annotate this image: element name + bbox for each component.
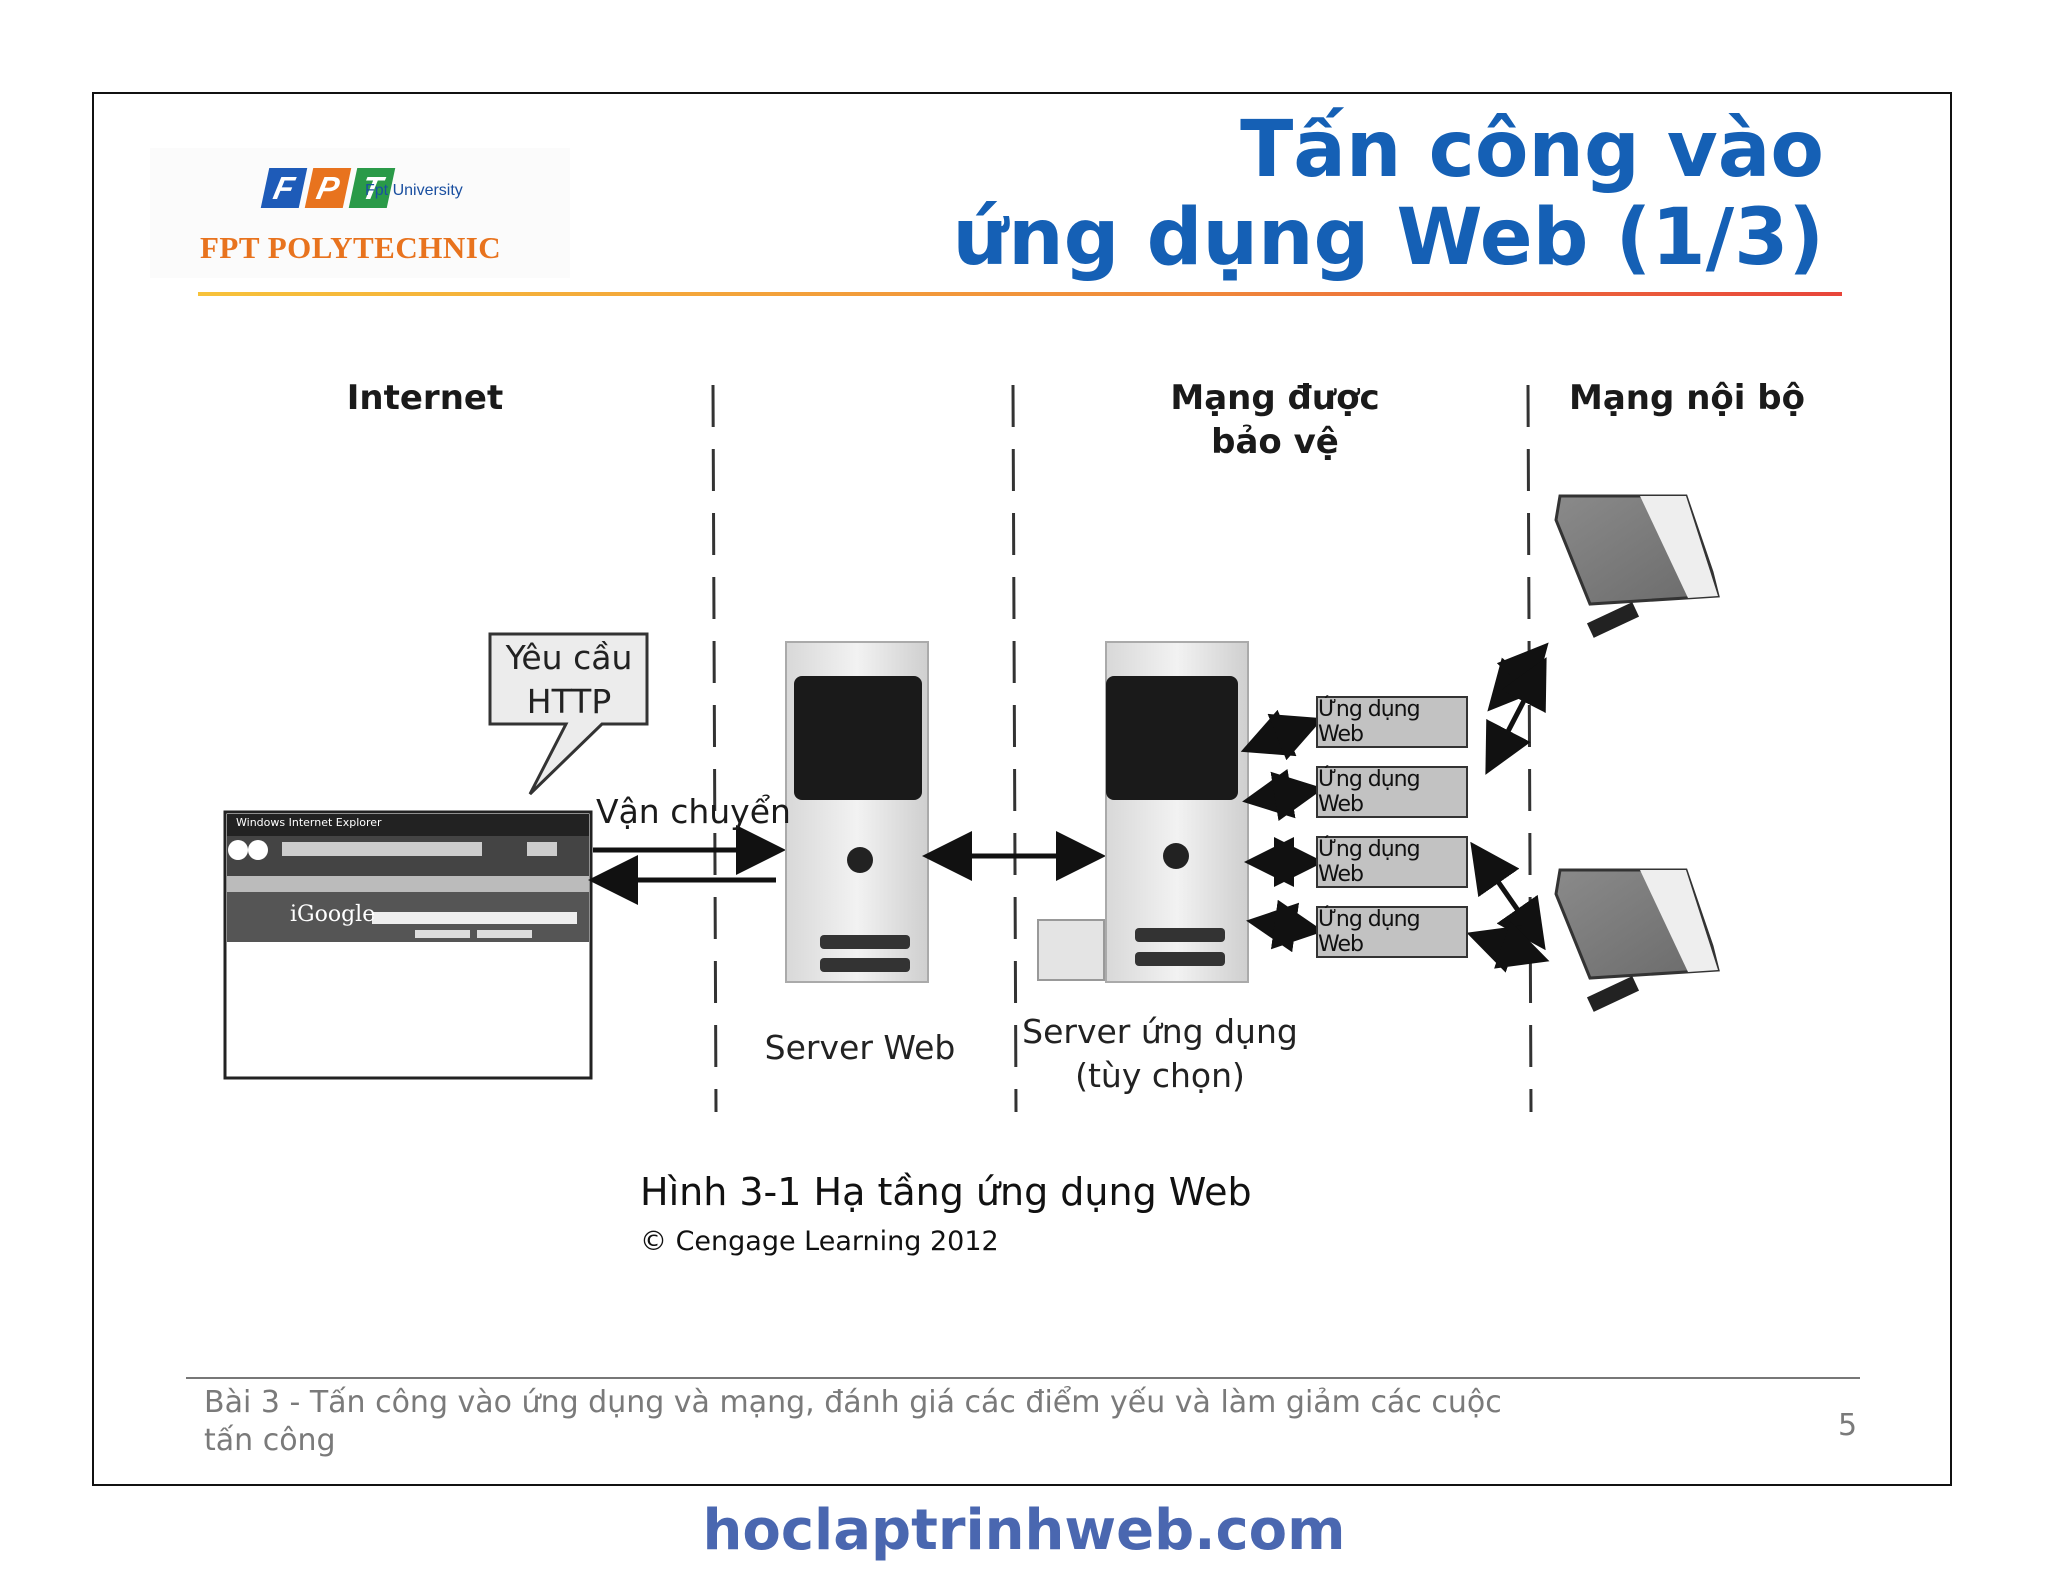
slide-title-line1: Tấn công vào xyxy=(1240,105,1824,195)
figure-credit: © Cengage Learning 2012 xyxy=(640,1226,999,1257)
column-protected-line2: bảo vệ xyxy=(1211,422,1339,462)
slide-title-line2: ứng dụng Web (1/3) xyxy=(952,193,1824,283)
fpt-polytechnic-label: FPT POLYTECHNIC xyxy=(200,230,502,265)
app-server-line1: Server ứng dụng xyxy=(1022,1012,1298,1051)
fpt-polytechnic-logo: F P T Fpt University FPT POLYTECHNIC xyxy=(150,148,570,278)
http-request-line1: Yêu cầu xyxy=(505,638,633,677)
footer-lesson-title: Bài 3 - Tấn công vào ứng dụng và mạng, đ… xyxy=(204,1385,1502,1458)
app-arrow-4 xyxy=(1246,899,1324,953)
separator-3 xyxy=(1526,384,1533,1113)
http-request-callout xyxy=(488,632,649,796)
web-app-box-4: Ứng dụng Web xyxy=(1316,906,1468,958)
app-server-label: Server ứng dụng (tùy chọn) xyxy=(1020,1010,1300,1098)
web-app-box-1: Ứng dụng Web xyxy=(1316,696,1468,748)
fpt-university-label: Fpt University xyxy=(365,182,463,199)
figure-caption: Hình 3-1 Hạ tầng ứng dụng Web xyxy=(640,1170,1252,1214)
app-arrow-2 xyxy=(1242,768,1324,822)
app-arrow-1 xyxy=(1240,709,1324,761)
app-server-arrows xyxy=(1240,709,1324,953)
title-divider xyxy=(198,292,1842,296)
web-app-box-3: Ứng dụng Web xyxy=(1316,836,1468,888)
browser-forward-icon xyxy=(248,840,268,860)
igoogle-logo-text: iGoogle xyxy=(290,902,376,927)
page-number: 5 xyxy=(1838,1408,1858,1443)
browser-address-bar xyxy=(282,842,482,856)
internal-arrow-2 xyxy=(1485,657,1547,775)
browser-title-text: Windows Internet Explorer xyxy=(236,816,382,829)
internal-arrow-4 xyxy=(1466,921,1550,973)
column-internet: Internet xyxy=(346,378,504,418)
slide-title: Tấn công vào ứng dụng Web (1/3) xyxy=(953,106,1824,282)
http-request-line2: HTTP xyxy=(526,682,612,721)
column-protected-line1: Mạng được xyxy=(1170,378,1380,418)
web-app-box-2: Ứng dụng Web xyxy=(1316,766,1468,818)
internal-device-1 xyxy=(1554,494,1720,638)
web-server-label: Server Web xyxy=(764,1028,956,1067)
web-server-tower xyxy=(785,641,929,983)
separator-1 xyxy=(711,384,718,1113)
zone-separators xyxy=(711,384,1533,1113)
app-server-line2: (tùy chọn) xyxy=(1075,1056,1245,1095)
column-internal-network: Mạng nội bộ xyxy=(1569,378,1805,418)
watermark: hoclaptrinhweb.com xyxy=(702,1498,1346,1563)
transport-label: Vận chuyển xyxy=(596,792,791,831)
http-request-label: Yêu cầu HTTP xyxy=(492,636,646,724)
footer-divider xyxy=(186,1377,1860,1379)
column-protected-network: Mạng được bảo vệ xyxy=(1148,376,1402,464)
app-server-tower xyxy=(1037,641,1249,983)
browser-window xyxy=(223,810,593,1080)
internal-network-arrows xyxy=(1466,642,1550,973)
separator-2 xyxy=(1011,384,1018,1113)
slide-frame xyxy=(92,92,1952,1486)
browser-back-icon xyxy=(228,840,248,860)
internal-device-2 xyxy=(1554,868,1720,1012)
